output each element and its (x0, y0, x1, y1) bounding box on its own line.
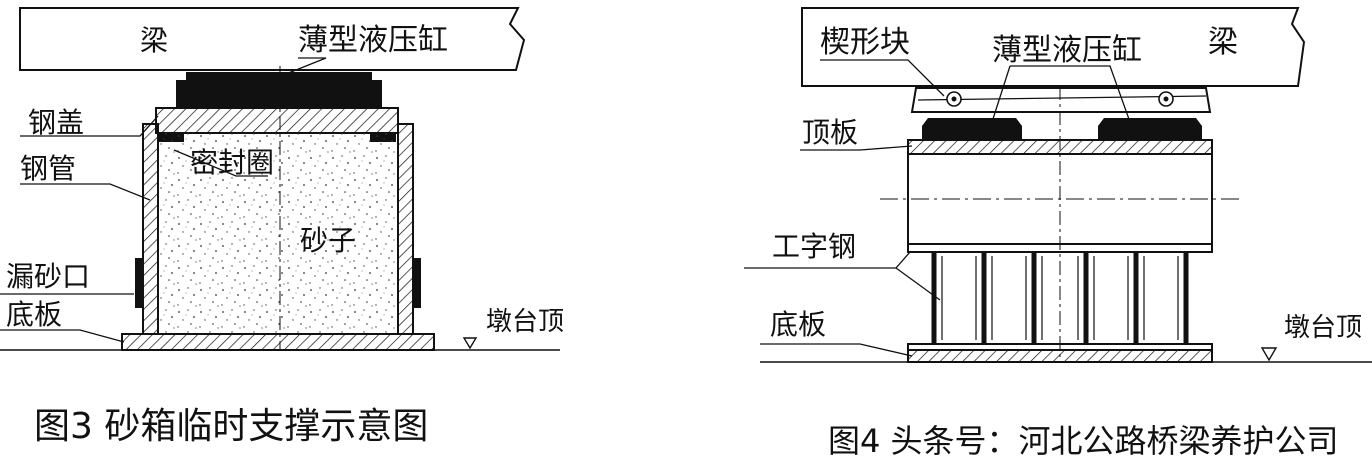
figure-3: 梁 薄型液压缸 钢盖 钢管 密封圈 砂子 漏砂口 底板 墩台顶 图3 砂箱临时支… (0, 7, 564, 447)
fig3-label-steel-pipe: 钢管 (20, 152, 76, 185)
fig3-label-pier-top: 墩台顶 (486, 307, 564, 337)
fig3-label-jack: 薄型液压缸 (298, 23, 448, 58)
fig4-bolt-left (946, 91, 962, 107)
fig3-label-steel-cap: 钢盖 (28, 106, 84, 139)
fig4-label-base-plate: 底板 (770, 308, 826, 341)
fig3-caption: 图3 砂箱临时支撑示意图 (34, 406, 428, 447)
fig3-beam (19, 7, 526, 71)
fig4-pier-marker (1260, 347, 1278, 362)
fig4-ibeam-thin-lines (941, 256, 1179, 340)
fig4-wedge-split (917, 95, 1207, 101)
fig4-label-pier-top: 墩台顶 (1284, 313, 1362, 343)
fig4-ibeam-webs (931, 252, 1189, 344)
fig4-label-jack: 薄型液压缸 (992, 33, 1142, 68)
fig3-label-sand-outlet: 漏砂口 (6, 260, 90, 293)
fig3-leaders (0, 57, 327, 343)
fig3-label-beam: 梁 (140, 24, 168, 57)
fig4-wedge-block (910, 87, 1212, 113)
fig3-jack (176, 72, 382, 108)
fig4-label-i-beam: 工字钢 (772, 230, 856, 263)
fig4-caption: 图4 头条号：河北公路桥梁养护公司 (828, 422, 1339, 460)
fig4-label-top-plate: 顶板 (802, 116, 858, 149)
fig3-label-sand: 砂子 (300, 224, 356, 257)
fig3-pier-marker (462, 337, 478, 350)
fig3-sand-fill (158, 133, 398, 333)
fig4-leaders (744, 59, 1131, 357)
fig3-pipe-wall-left (142, 123, 159, 335)
fig3-base-plate (121, 333, 435, 351)
fig3-steel-cap (155, 107, 399, 134)
fig3-sand-outlet-right (413, 258, 421, 308)
fig4-bolt-right (1158, 91, 1174, 107)
fig4-label-wedge-block: 楔形块 (820, 25, 910, 60)
fig4-jack-left (922, 118, 1022, 140)
fig3-sand-outlet-left (135, 258, 143, 308)
figure-4: 楔形块 薄型液压缸 梁 顶板 工字钢 底板 墩台顶 图4 头条号：河北公路桥梁养… (744, 7, 1372, 460)
fig4-jack-right (1098, 118, 1202, 140)
fig3-pipe-wall-right (397, 123, 414, 335)
fig3-label-base-plate: 底板 (6, 298, 62, 331)
fig4-label-beam: 梁 (1208, 25, 1238, 60)
fig4-beam (801, 7, 1306, 87)
fig3-label-seal-ring: 密封圈 (190, 146, 274, 179)
